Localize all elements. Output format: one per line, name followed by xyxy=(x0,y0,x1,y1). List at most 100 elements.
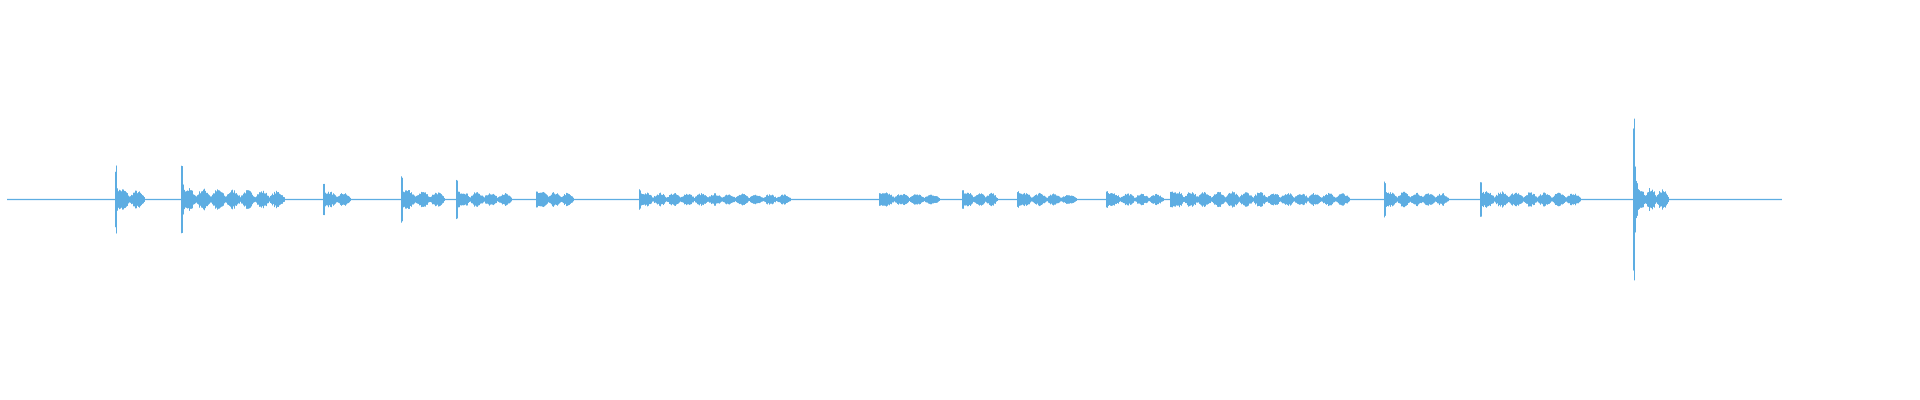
waveform-sample xyxy=(1345,195,1346,204)
waveform-sample xyxy=(1237,194,1238,205)
waveform-sample xyxy=(1633,128,1634,271)
waveform-sample xyxy=(1049,195,1050,204)
waveform-sample xyxy=(139,191,140,208)
waveform-sample xyxy=(334,194,335,205)
waveform-sample xyxy=(1484,193,1485,206)
waveform-sample xyxy=(1145,196,1146,203)
waveform-sample xyxy=(1024,192,1025,207)
waveform-sample xyxy=(243,193,244,206)
waveform-sample xyxy=(1332,194,1333,205)
waveform-sample xyxy=(1136,197,1137,202)
waveform-sample xyxy=(1405,192,1406,207)
waveform-sample xyxy=(680,197,681,202)
waveform-sample xyxy=(1646,195,1647,204)
waveform-sample xyxy=(256,196,257,203)
waveform-sample xyxy=(1215,194,1216,205)
waveform-sample xyxy=(763,197,764,202)
waveform-sample xyxy=(646,194,647,205)
waveform-sample xyxy=(1161,197,1162,202)
waveform-sample xyxy=(1151,196,1152,203)
waveform-sample xyxy=(1580,197,1581,202)
waveform-sample xyxy=(1522,196,1523,203)
waveform-sample xyxy=(262,192,263,207)
waveform-sample xyxy=(1291,194,1292,205)
waveform-sample xyxy=(927,196,928,203)
waveform-burst xyxy=(536,191,574,208)
waveform-sample xyxy=(1434,196,1435,203)
waveform-sample xyxy=(1634,118,1635,281)
waveform-sample xyxy=(980,194,981,205)
waveform-sample xyxy=(1070,195,1071,204)
waveform-sample xyxy=(693,196,694,203)
waveform-sample xyxy=(968,192,969,207)
waveform-sample xyxy=(125,191,126,208)
waveform-sample xyxy=(115,171,116,228)
waveform-sample xyxy=(1329,193,1330,206)
waveform-sample xyxy=(1635,166,1636,233)
waveform-sample xyxy=(495,195,496,204)
waveform-sample xyxy=(742,193,743,206)
waveform-sample xyxy=(1242,195,1243,204)
waveform-sample xyxy=(1312,194,1313,205)
waveform-sample xyxy=(678,195,679,204)
waveform-sample xyxy=(203,189,204,210)
waveform-sample xyxy=(336,196,337,203)
waveform-sample xyxy=(1198,196,1199,203)
waveform-sample xyxy=(991,192,992,207)
waveform-sample xyxy=(1142,194,1143,205)
waveform-sample xyxy=(544,192,545,207)
waveform-sample xyxy=(1506,195,1507,204)
waveform-sample xyxy=(1175,192,1176,207)
waveform-sample xyxy=(539,192,540,207)
waveform-sample xyxy=(1229,192,1230,207)
waveform-sample xyxy=(642,194,643,205)
waveform-sample xyxy=(231,190,232,209)
waveform-sample xyxy=(647,192,648,207)
waveform-sample xyxy=(1432,194,1433,205)
waveform-sample xyxy=(1570,193,1571,206)
waveform-sample xyxy=(1134,197,1135,202)
waveform-sample xyxy=(1180,193,1181,206)
waveform-sample xyxy=(348,195,349,204)
waveform-sample xyxy=(568,193,569,206)
waveform-sample xyxy=(1172,191,1173,208)
waveform-sample xyxy=(759,195,760,204)
waveform-sample xyxy=(340,194,341,205)
waveform-sample xyxy=(1143,194,1144,205)
waveform-sample xyxy=(1114,193,1115,206)
waveform-sample xyxy=(1189,192,1190,207)
waveform-sample xyxy=(461,193,462,206)
waveform-sample xyxy=(1205,192,1206,207)
waveform-sample xyxy=(977,194,978,205)
waveform-sample xyxy=(283,196,284,203)
waveform-sample xyxy=(1057,195,1058,204)
waveform-sample xyxy=(1159,196,1160,203)
waveform-sample xyxy=(1500,192,1501,207)
waveform-sample xyxy=(1066,195,1067,204)
waveform-sample xyxy=(983,194,984,205)
waveform-sample xyxy=(242,195,243,204)
waveform-sample xyxy=(131,194,132,205)
waveform-sample xyxy=(1338,195,1339,204)
waveform-sample xyxy=(1502,191,1503,208)
waveform-sample xyxy=(1550,196,1551,203)
waveform-sample xyxy=(639,189,640,210)
waveform-sample xyxy=(183,184,184,215)
waveform-sample xyxy=(1337,196,1338,203)
waveform-sample xyxy=(679,196,680,203)
waveform-sample xyxy=(1430,194,1431,205)
waveform-sample xyxy=(1217,192,1218,207)
waveform-sample xyxy=(411,192,412,207)
waveform-sample xyxy=(443,196,444,203)
waveform-sample xyxy=(752,195,753,204)
waveform-sample xyxy=(1330,193,1331,206)
waveform-sample xyxy=(1665,191,1666,208)
waveform-sample xyxy=(1546,194,1547,205)
waveform-sample xyxy=(1537,197,1538,202)
waveform-sample xyxy=(440,193,441,206)
waveform-sample xyxy=(1224,196,1225,203)
waveform-sample xyxy=(966,193,967,206)
waveform-sample xyxy=(1125,193,1126,206)
waveform-sample xyxy=(1326,194,1327,205)
waveform-sample xyxy=(757,195,758,204)
